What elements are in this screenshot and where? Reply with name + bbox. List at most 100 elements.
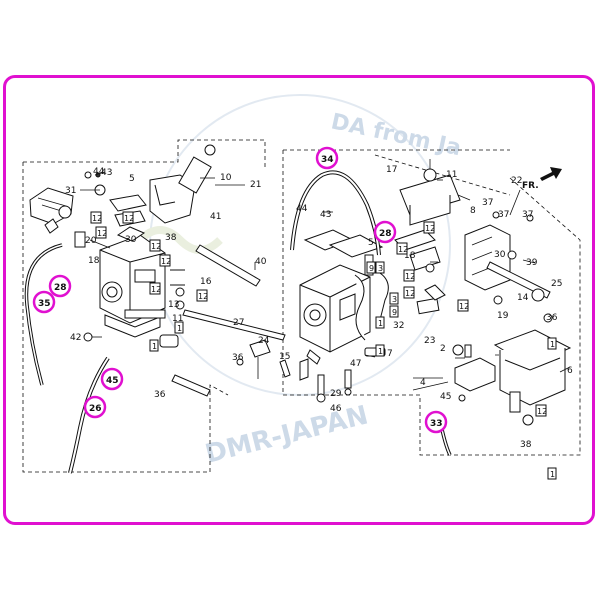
callout-30: 30 xyxy=(125,235,137,245)
highlight-callout-26: 26 xyxy=(83,395,107,419)
leader-lines xyxy=(80,171,571,391)
callout-40: 40 xyxy=(255,257,267,267)
callout-5: 5 xyxy=(129,174,135,184)
callout-13: 13 xyxy=(168,300,179,310)
highlight-callout-33: 33 xyxy=(424,410,448,434)
callout-labels: 44 43 31 5 10 21 41 38 30 20 18 40 16 13… xyxy=(65,165,573,450)
highlighted-callouts: 34 28 35 28 45 26 33 xyxy=(32,146,448,434)
left-small-parts xyxy=(83,269,291,397)
callout-39: 39 xyxy=(526,258,538,268)
boxed-callout: 1 xyxy=(547,337,557,350)
boxed-callout: 12 xyxy=(423,221,435,234)
svg-text:12: 12 xyxy=(198,292,208,301)
center-lower-parts xyxy=(299,284,446,403)
boxed-callout: 12 xyxy=(457,299,469,312)
svg-text:1: 1 xyxy=(378,347,383,356)
svg-text:12: 12 xyxy=(151,285,161,294)
left-carburetor-body xyxy=(99,226,166,338)
callout-36-right: 36 xyxy=(546,313,558,323)
highlight-callout-35: 35 xyxy=(32,290,56,314)
svg-text:12: 12 xyxy=(97,229,107,238)
svg-text:12: 12 xyxy=(92,214,102,223)
callout-24: 24 xyxy=(258,336,270,346)
callout-27: 27 xyxy=(233,318,244,328)
front-direction-label: FR. xyxy=(522,181,539,191)
callout-46: 46 xyxy=(330,404,342,414)
callout-37-b: 37 xyxy=(498,210,509,220)
boxed-callout: 12 xyxy=(95,226,107,239)
callout-4: 4 xyxy=(420,378,426,388)
callout-20: 20 xyxy=(85,236,97,246)
boxed-callout: 12 xyxy=(122,211,134,224)
svg-text:12: 12 xyxy=(459,302,469,311)
svg-text:12: 12 xyxy=(151,242,161,251)
callout-47: 47 xyxy=(350,359,361,369)
callout-30-right: 30 xyxy=(494,250,506,260)
callout-44: 44 xyxy=(93,167,105,177)
callout-32: 32 xyxy=(393,321,404,331)
callout-21: 21 xyxy=(250,180,261,190)
highlight-callout-28-left: 28 xyxy=(48,274,72,298)
svg-text:3: 3 xyxy=(392,295,397,304)
svg-text:12: 12 xyxy=(425,224,435,233)
callout-43-center: 43 xyxy=(320,210,331,220)
callout-19: 19 xyxy=(497,311,509,321)
boxed-callout: 12 xyxy=(159,254,171,267)
callout-22: 22 xyxy=(511,176,522,186)
svg-text:1: 1 xyxy=(550,340,555,349)
boxed-callout: 12 xyxy=(149,282,161,295)
svg-text:28: 28 xyxy=(379,229,392,239)
boxed-callout: 1 xyxy=(149,339,159,352)
callout-23: 23 xyxy=(424,336,435,346)
boxed-callouts: 12 12 12 12 12 12 12 1 1 3 3 9 9 1 12 12… xyxy=(90,211,557,480)
callout-43: 43 xyxy=(101,168,112,178)
svg-text:9: 9 xyxy=(369,264,374,273)
watermark-bottom-text: DMR-JAPAN xyxy=(202,400,371,469)
boxed-callout: 1 xyxy=(375,316,385,329)
boxed-callout: 9 xyxy=(389,305,399,318)
svg-text:3: 3 xyxy=(378,264,383,273)
svg-text:1: 1 xyxy=(152,342,157,351)
boxed-callout: 1 xyxy=(174,321,184,334)
boxed-callout: 12 xyxy=(403,269,415,282)
callout-37: 37 xyxy=(482,198,493,208)
svg-text:45: 45 xyxy=(106,376,119,386)
boxed-callout: 1 xyxy=(547,467,557,480)
callout-15: 15 xyxy=(279,352,290,362)
callout-11-right: 11 xyxy=(446,170,457,180)
callout-18-center: 18 xyxy=(404,251,416,261)
svg-text:9: 9 xyxy=(392,308,397,317)
svg-text:28: 28 xyxy=(54,283,67,293)
callout-7: 7 xyxy=(387,349,393,359)
callout-17: 17 xyxy=(386,165,397,175)
center-hose xyxy=(290,170,381,256)
watermark-top-text: DA from Ja xyxy=(329,109,463,161)
svg-text:12: 12 xyxy=(405,289,415,298)
boxed-callout: 12 xyxy=(90,211,102,224)
svg-text:12: 12 xyxy=(405,272,415,281)
svg-text:1: 1 xyxy=(177,324,182,333)
callout-11: 11 xyxy=(172,314,183,324)
boxed-callout: 12 xyxy=(149,239,161,252)
left-hoses xyxy=(24,243,110,474)
boxed-callout: 3 xyxy=(389,292,399,305)
svg-text:12: 12 xyxy=(398,245,408,254)
callout-8: 8 xyxy=(470,206,476,216)
svg-text:12: 12 xyxy=(161,257,171,266)
callout-10: 10 xyxy=(220,173,232,183)
boxed-callout: 9 xyxy=(366,261,376,274)
callout-38-right: 38 xyxy=(520,440,532,450)
front-direction-indicator: FR. xyxy=(522,167,562,191)
callout-5-center: 5 xyxy=(368,238,374,248)
boxed-callout: 1 xyxy=(375,344,385,357)
callout-2: 2 xyxy=(440,344,446,354)
callout-6: 6 xyxy=(567,366,573,376)
svg-text:34: 34 xyxy=(321,155,334,165)
highlight-callout-45: 45 xyxy=(100,367,124,391)
svg-text:1: 1 xyxy=(378,319,383,328)
svg-text:35: 35 xyxy=(38,299,51,309)
boxed-callout: 12 xyxy=(196,289,208,302)
callout-18: 18 xyxy=(88,256,100,266)
callout-42: 42 xyxy=(70,333,81,343)
